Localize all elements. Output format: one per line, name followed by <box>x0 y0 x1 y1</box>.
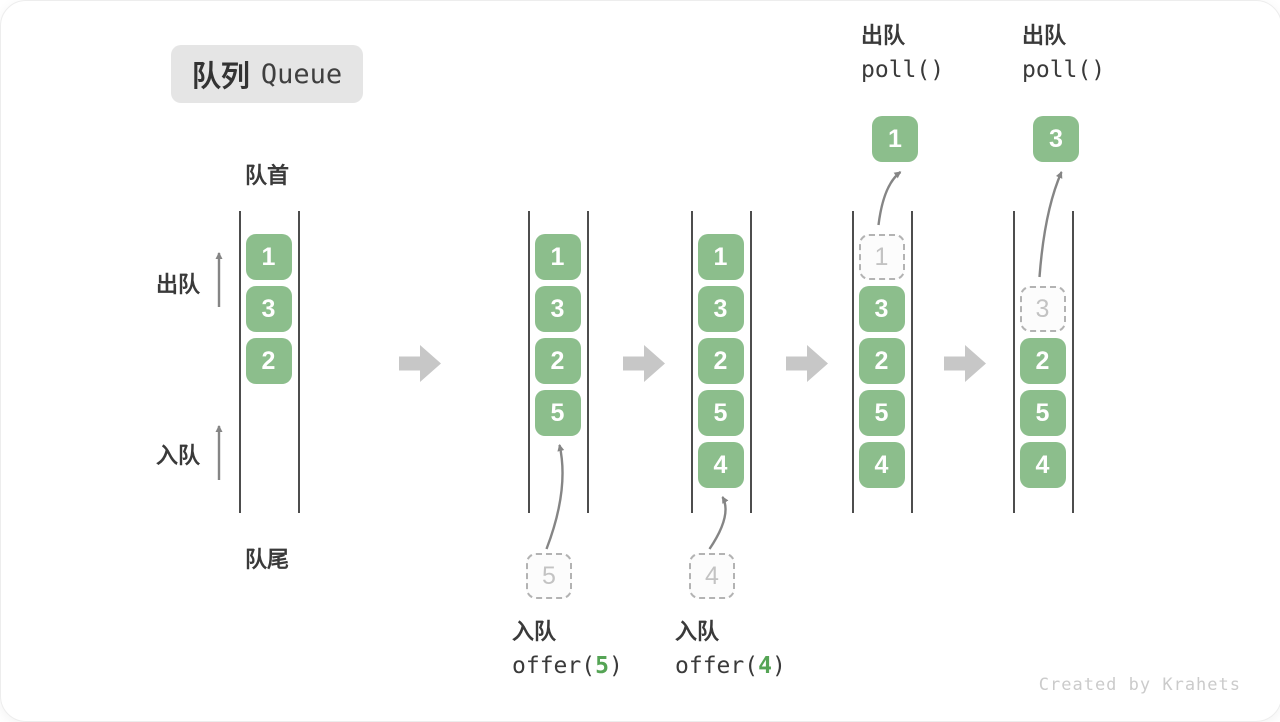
dequeue-op-code: poll() <box>1022 57 1106 83</box>
queue-item-box: 3 <box>245 286 292 332</box>
queue-wall-line <box>750 211 752 513</box>
queue-wall-line <box>691 211 693 513</box>
enqueue-op-zh: 入队 <box>675 619 720 644</box>
queue-wall-line <box>1072 211 1074 513</box>
queue-item-box: 5 <box>697 390 744 436</box>
enqueue-path-arrow-icon <box>708 496 729 550</box>
label-dequeue-side: 出队 <box>156 272 201 297</box>
queue-wall-line <box>1013 211 1015 513</box>
queue-wall-line <box>911 211 913 513</box>
pending-item-box: 5 <box>526 553 572 599</box>
queue-item-box: 2 <box>534 338 581 384</box>
queue-item-box: 3 <box>858 286 905 332</box>
queue-item-box: 4 <box>1019 442 1066 488</box>
dequeue-op-label: 出队 poll() <box>861 25 944 82</box>
dequeued-item-box: 1 <box>872 116 918 162</box>
enqueue-op-zh: 入队 <box>512 619 557 644</box>
queue-item-box-dashed: 3 <box>1019 286 1066 332</box>
pending-item-box: 4 <box>689 553 735 599</box>
queue-wall-line <box>239 211 241 513</box>
dequeue-path-arrow-icon <box>1038 171 1063 278</box>
queue-item-box: 4 <box>858 442 905 488</box>
label-enqueue-side: 入队 <box>156 443 201 468</box>
queue-item-box: 5 <box>858 390 905 436</box>
dequeue-op-zh: 出队 <box>861 23 906 48</box>
title-en: Queue <box>260 58 343 90</box>
queue-item-box: 3 <box>534 286 581 332</box>
flow-arrow-icon <box>399 345 441 382</box>
dequeue-op-code: poll() <box>861 57 945 83</box>
dequeue-op-label: 出队 poll() <box>1022 25 1105 82</box>
enqueue-op-code: offer(5) <box>512 653 623 679</box>
queue-item-box: 2 <box>245 338 292 384</box>
label-queue-rear: 队尾 <box>245 547 290 572</box>
enqueue-op-label: 入队 offer(4) <box>675 621 786 678</box>
label-queue-front: 队首 <box>245 163 290 188</box>
queue-item-box-dashed: 1 <box>858 234 905 280</box>
queue-item-box: 2 <box>1019 338 1066 384</box>
queue-item-box: 1 <box>245 234 292 280</box>
enqueue-op-code: offer(4) <box>675 653 786 679</box>
dequeued-item-box: 3 <box>1033 116 1079 162</box>
queue-item-box: 1 <box>534 234 581 280</box>
enqueue-op-label: 入队 offer(5) <box>512 621 623 678</box>
watermark: Created by Krahets <box>1038 675 1241 695</box>
queue-item-box: 2 <box>858 338 905 384</box>
queue-item-box: 4 <box>697 442 744 488</box>
title-zh: 队列 <box>191 61 250 93</box>
dequeue-path-arrow-icon <box>877 171 902 226</box>
title-badge: 队列 Queue <box>171 45 363 103</box>
queue-item-box: 3 <box>697 286 744 332</box>
queue-item-box: 5 <box>534 390 581 436</box>
dequeue-op-zh: 出队 <box>1022 23 1067 48</box>
queue-item-box: 1 <box>697 234 744 280</box>
flow-arrow-icon <box>786 345 828 382</box>
flow-arrow-icon <box>944 345 986 382</box>
queue-item-box: 2 <box>697 338 744 384</box>
queue-item-box: 5 <box>1019 390 1066 436</box>
queue-wall-line <box>528 211 530 513</box>
queue-wall-line <box>852 211 854 513</box>
flow-arrow-icon <box>623 345 665 382</box>
queue-wall-line <box>298 211 300 513</box>
queue-wall-line <box>587 211 589 513</box>
enqueue-path-arrow-icon <box>545 444 565 550</box>
